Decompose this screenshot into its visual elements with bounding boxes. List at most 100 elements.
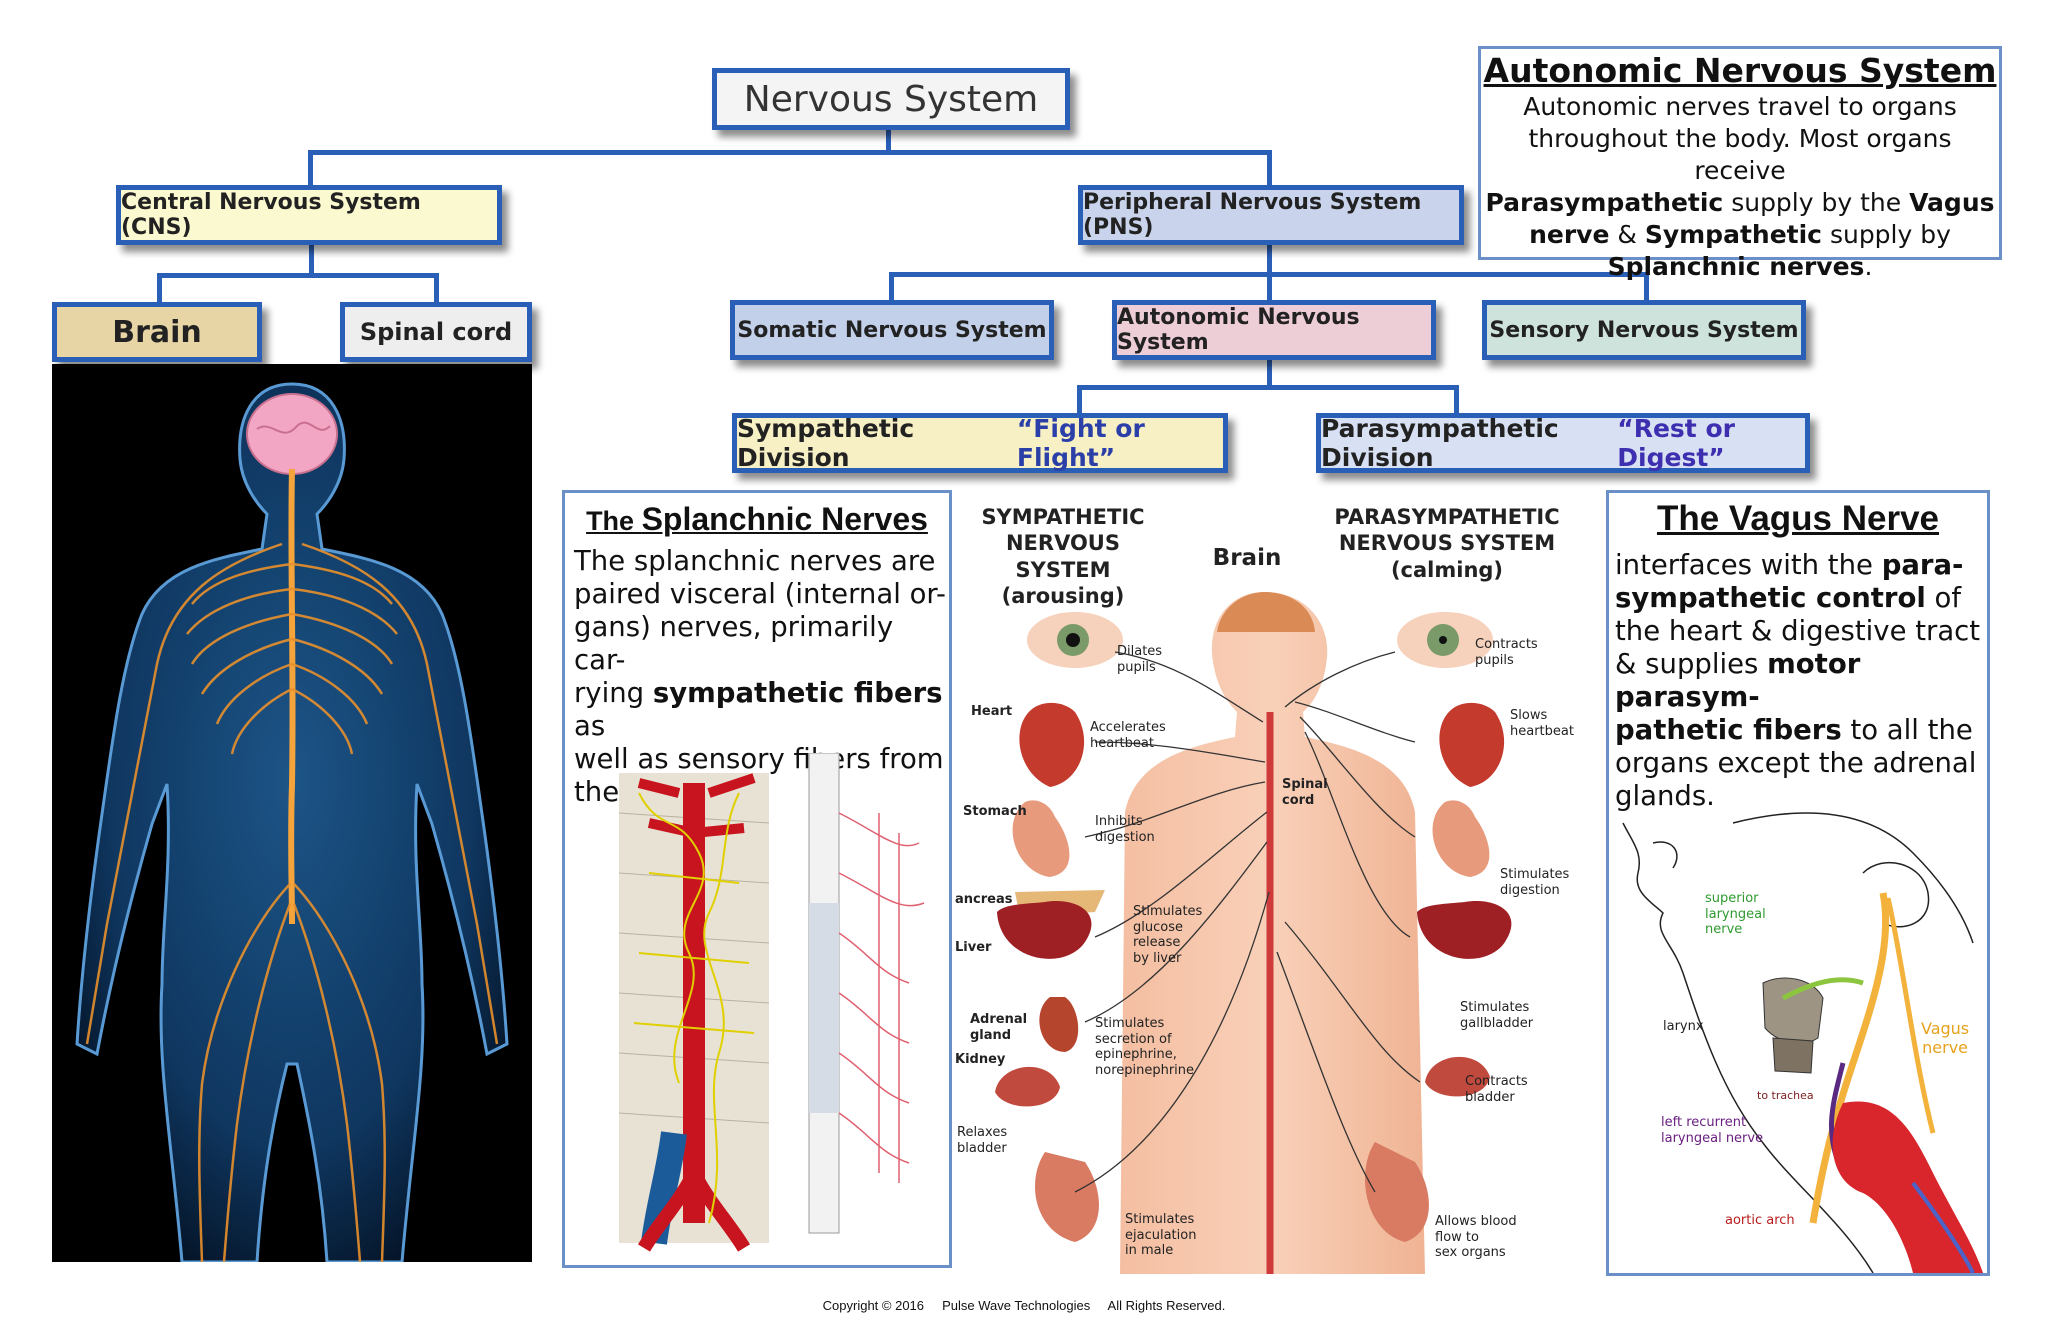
parasympathetic-tag: “Rest or Digest” xyxy=(1617,414,1735,472)
text: to all the xyxy=(1841,714,1973,746)
text: rying xyxy=(574,677,653,709)
title-main: Splanchnic Nerves xyxy=(641,501,928,537)
label-aortic-arch: aortic arch xyxy=(1725,1213,1795,1228)
connector xyxy=(308,150,1272,155)
splanchnic-panel: The Splanchnic Nerves The splanchnic ner… xyxy=(562,490,952,1268)
body-nervous-system-image xyxy=(52,364,532,1262)
ans-diagram: SYMPATHETIC NERVOUS SYSTEM (arousing) PA… xyxy=(955,492,1605,1274)
ans-info-line: nerve & Sympathetic supply by xyxy=(1481,219,1999,251)
copyright-footer: Copyright © 2016 Pulse Wave Technologies… xyxy=(822,1298,1226,1313)
organ-label-liver: Liver xyxy=(955,940,992,955)
cns-box: Central Nervous System (CNS) xyxy=(116,185,502,245)
text: of xyxy=(1925,582,1962,614)
spinal-cord-label: Spinal cord xyxy=(1282,777,1328,808)
parasympathetic-header: PARASYMPATHETIC NERVOUS SYSTEM (calming) xyxy=(1334,505,1560,582)
bold-text: para- xyxy=(1881,549,1964,581)
text: . xyxy=(1864,252,1873,281)
connector xyxy=(157,273,162,305)
sympathetic-header: SYMPATHETIC NERVOUS SYSTEM (arousing) xyxy=(981,505,1145,608)
bold-text: motor parasym- xyxy=(1615,648,1861,713)
pns-box: Peripheral Nervous System (PNS) xyxy=(1078,185,1464,245)
somatic-box: Somatic Nervous System xyxy=(730,300,1054,360)
ans-body-illustration xyxy=(995,592,1512,1274)
para-effect-digestion: Stimulates digestion xyxy=(1500,867,1570,898)
bold-text: sympathetic control xyxy=(1615,582,1926,614)
splanchnic-text: The splanchnic nerves are paired viscera… xyxy=(574,545,950,809)
nervous-system-label: Nervous System xyxy=(743,78,1039,120)
text-line: glands. xyxy=(1615,780,1715,812)
brain-box: Brain xyxy=(52,302,262,362)
symp-effect-pupils: Dilates pupils xyxy=(1117,644,1163,675)
brain-label: Brain xyxy=(112,314,202,350)
connector xyxy=(309,244,314,276)
sympathetic-box: Sympathetic Division “Fight or Flight” xyxy=(732,413,1228,473)
text-line: rying sympathetic fibers as xyxy=(574,677,950,743)
effect-relaxes-bladder: Relaxes bladder xyxy=(957,1125,1008,1156)
nervous-system-box: Nervous System xyxy=(712,68,1070,130)
connector xyxy=(1077,385,1082,415)
organ-label-pancreas: ancreas xyxy=(955,892,1013,907)
spinal-cord-label: Spinal cord xyxy=(359,318,513,346)
symp-effect-ejaculation: Stimulates ejaculation in male xyxy=(1125,1212,1197,1259)
para-effect-blood-flow: Allows blood flow to sex organs xyxy=(1435,1214,1517,1261)
text: as xyxy=(574,710,606,742)
connector xyxy=(1267,272,1272,302)
organ-label-stomach: Stomach xyxy=(963,804,1027,819)
connector xyxy=(1077,385,1459,390)
label-left-recurrent: left recurrent laryngeal nerve xyxy=(1661,1115,1764,1146)
spinal-cord-box: Spinal cord xyxy=(340,302,532,362)
symp-effect-epinephrine: Stimulates secretion of epinephrine, nor… xyxy=(1095,1016,1195,1078)
ans-info-line: Splanchnic nerves. xyxy=(1481,251,1999,283)
symp-effect-digestion: Inhibits digestion xyxy=(1095,814,1155,845)
label-superior-laryngeal: superior laryngeal nerve xyxy=(1705,891,1766,938)
connector xyxy=(1644,272,1649,302)
text: interfaces with the xyxy=(1615,549,1882,581)
label-larynx: larynx xyxy=(1663,1019,1704,1034)
connector xyxy=(889,272,894,302)
text-line: gans) nerves, primarily car- xyxy=(574,611,894,676)
bold-text: nerve xyxy=(1529,220,1610,249)
sensory-label: Sensory Nervous System xyxy=(1489,317,1799,343)
connector xyxy=(1267,150,1272,188)
label-vagus: Vagus nerve xyxy=(1921,1019,1970,1058)
para-effect-gallbladder: Stimulates gallbladder xyxy=(1460,1000,1534,1031)
title-prefix: The xyxy=(586,506,642,536)
pns-label: Peripheral Nervous System (PNS) xyxy=(1083,190,1422,240)
human-figure-illustration xyxy=(75,382,509,1262)
bold-text: Vagus xyxy=(1909,188,1995,217)
parasympathetic-label: Parasympathetic Division xyxy=(1321,414,1559,472)
text-line: sympathetic control of xyxy=(1615,582,1987,615)
ans-info-box: Autonomic Nervous System Autonomic nerve… xyxy=(1478,46,2002,281)
bold-text: sympathetic fibers xyxy=(652,677,943,709)
text: supply by the xyxy=(1723,188,1910,217)
text-line: & supplies motor parasym- xyxy=(1615,648,1987,714)
ans-info-title: Autonomic Nervous System xyxy=(1483,51,1997,90)
organ-label-heart: Heart xyxy=(971,704,1013,719)
sensory-box: Sensory Nervous System xyxy=(1482,300,1806,360)
text-line: the heart & digestive tract xyxy=(1615,615,1981,647)
cns-label: Central Nervous System (CNS) xyxy=(121,190,421,240)
text: & supplies xyxy=(1615,648,1768,680)
somatic-label: Somatic Nervous System xyxy=(737,317,1047,343)
text: supply by xyxy=(1822,220,1951,249)
connector xyxy=(157,273,439,278)
organ-label-kidney: Kidney xyxy=(955,1052,1006,1067)
parasympathetic-box: Parasympathetic Division “Rest or Digest… xyxy=(1316,413,1810,473)
connector xyxy=(1267,358,1272,388)
vagus-title: The Vagus Nerve xyxy=(1656,499,1940,538)
ans-info-line: throughout the body. Most organs receive xyxy=(1528,124,1952,185)
para-effect-heart: Slows heartbeat xyxy=(1510,708,1574,739)
connector xyxy=(886,127,891,152)
vagus-panel: The Vagus Nerve interfaces with the para… xyxy=(1606,490,1990,1276)
text-line: organs except the adrenal xyxy=(1615,747,1977,779)
connector xyxy=(434,273,439,305)
brain-header: Brain xyxy=(1212,545,1282,571)
text-line: The splanchnic nerves are xyxy=(574,545,936,577)
ans-info-line: Parasympathetic supply by the Vagus xyxy=(1481,187,1999,219)
ans-info-line: Autonomic nerves travel to organs xyxy=(1523,92,1957,121)
connector xyxy=(1267,244,1272,274)
bold-text: Sympathetic xyxy=(1644,220,1822,249)
vagus-text: interfaces with the para- sympathetic co… xyxy=(1615,549,1987,813)
text-line: pathetic fibers to all the xyxy=(1615,714,1987,747)
para-effect-pupils: Contracts pupils xyxy=(1475,637,1538,668)
